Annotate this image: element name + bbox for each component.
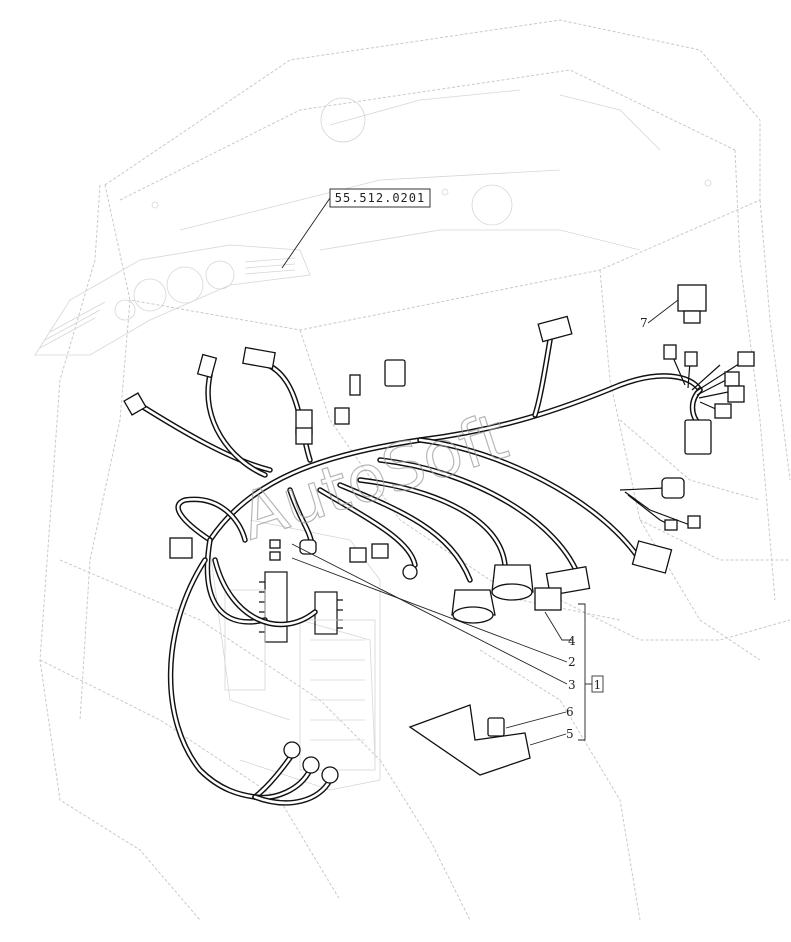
fuse-box-left [224, 571, 288, 691]
callouts: 7 4 2 3 6 5 1 [291, 299, 679, 746]
callout-3: 3 [568, 678, 576, 692]
callout-5: 5 [566, 727, 574, 741]
callout-6: 6 [566, 705, 574, 719]
connectors [123, 284, 755, 784]
fuse-box-right [299, 591, 376, 771]
callout-2: 2 [568, 655, 576, 669]
harness-trunk [207, 373, 703, 543]
watermark: AutoSoft [232, 400, 516, 555]
callout-7: 7 [640, 316, 648, 330]
plate-and-relay [408, 704, 531, 776]
connector-top-right [537, 284, 755, 455]
instrument-panel [34, 244, 311, 356]
connector-right-mid [631, 477, 701, 574]
connector-top-left [123, 346, 406, 445]
group-marker-1: 1 [594, 678, 602, 692]
callout-4: 4 [568, 634, 576, 648]
reference-code-box: 55.512.0201 [281, 188, 431, 269]
reference-code-label: 55.512.0201 [335, 191, 425, 205]
small-connectors [169, 537, 418, 580]
round-connectors [451, 564, 591, 624]
ring-terminals [283, 741, 339, 784]
